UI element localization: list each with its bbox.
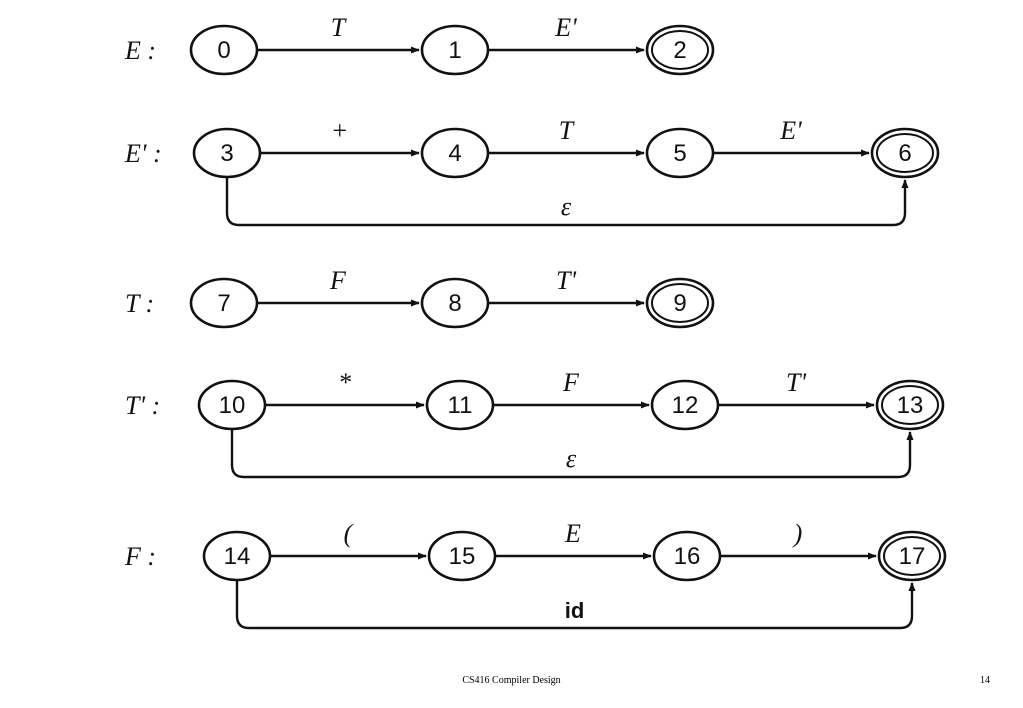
diagram-3: T : F T' 7 8 9 — [125, 266, 715, 329]
footer-title: CS416 Compiler Design — [462, 675, 561, 686]
state: 0 — [189, 24, 259, 76]
bypass-arrow — [225, 177, 909, 227]
transition-label: E' — [554, 13, 577, 42]
accepting-state: 2 — [645, 24, 715, 76]
transition-label: E — [564, 519, 581, 548]
transition-label: * — [338, 368, 351, 397]
diagram-2: E' : + T E' ε 3 4 5 6 — [124, 116, 940, 227]
diagram-name: E : — [124, 36, 156, 65]
transition-label: F — [329, 266, 347, 295]
state: 7 — [189, 277, 259, 329]
state: 11 — [425, 379, 495, 431]
accepting-state: 13 — [875, 379, 945, 431]
diagram-name: F : — [124, 542, 156, 571]
page-number: 14 — [980, 675, 990, 686]
diagram-5: F : ( E) id 14 15 16 17 — [124, 519, 947, 630]
state: 4 — [420, 127, 490, 179]
state-number: 16 — [674, 543, 701, 570]
transition-label: + — [331, 116, 349, 145]
state: 16 — [652, 530, 722, 582]
state-number: 17 — [899, 543, 926, 570]
transition-label: F — [562, 368, 580, 397]
state: 12 — [650, 379, 720, 431]
state-number: 0 — [217, 37, 230, 64]
transition-label: ( — [344, 519, 354, 548]
diagram-4: T' : * F T' ε 10 11 12 13 — [125, 368, 945, 479]
diagram-1: E : T E' 0 1 2 — [124, 13, 715, 76]
state-number: 8 — [448, 290, 461, 317]
state-number: 6 — [898, 140, 911, 167]
transition-label: T — [331, 13, 347, 42]
transition-label: T — [559, 116, 575, 145]
state-number: 1 — [448, 37, 461, 64]
bypass-arrow — [235, 580, 916, 630]
bypass-arrow — [230, 429, 914, 479]
state-number: 13 — [897, 392, 924, 419]
state: 5 — [645, 127, 715, 179]
accepting-state: 17 — [877, 530, 947, 582]
bypass-label: id — [565, 598, 585, 623]
state-number: 11 — [448, 392, 473, 419]
state: 1 — [420, 24, 490, 76]
bypass-label: ε — [566, 444, 577, 473]
state-number: 2 — [673, 37, 686, 64]
transition-label: T' — [556, 266, 576, 295]
transition-label: T' — [786, 368, 806, 397]
state-number: 9 — [673, 290, 686, 317]
diagram-name: E' : — [124, 139, 162, 168]
state-number: 7 — [217, 290, 230, 317]
diagram-name: T' : — [125, 391, 160, 420]
diagram-name: T : — [125, 289, 154, 318]
state: 14 — [202, 530, 272, 582]
state-number: 15 — [449, 543, 476, 570]
state: 10 — [197, 379, 267, 431]
transition-label: E' — [779, 116, 802, 145]
state-number: 5 — [673, 140, 686, 167]
accepting-state: 9 — [645, 277, 715, 329]
state: 8 — [420, 277, 490, 329]
accepting-state: 6 — [870, 127, 940, 179]
state: 15 — [427, 530, 497, 582]
transition-label: ) — [792, 519, 803, 548]
bypass-label: ε — [561, 192, 572, 221]
state-number: 14 — [224, 543, 251, 570]
state-number: 3 — [220, 140, 233, 167]
state-number: 4 — [448, 140, 461, 167]
state-number: 10 — [219, 392, 246, 419]
state: 3 — [192, 127, 262, 179]
state-number: 12 — [672, 392, 699, 419]
